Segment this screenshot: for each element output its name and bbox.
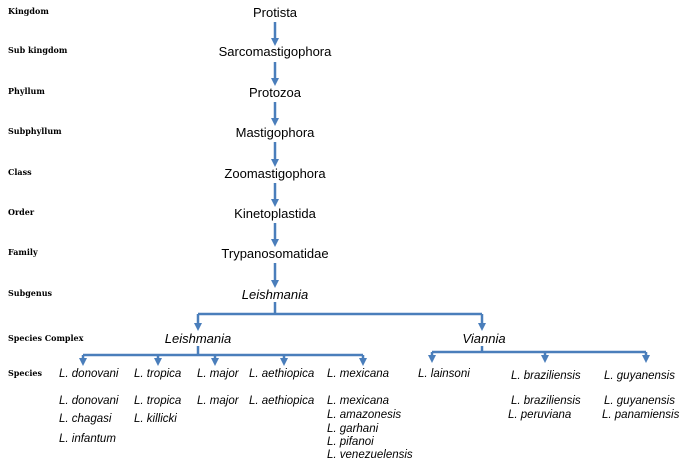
- complex-tropica: L. tropica: [134, 368, 182, 380]
- rank-label-class: Class: [8, 167, 32, 177]
- species-amazonesis: L. amazonesis: [327, 409, 402, 421]
- species-killicki: L. killicki: [134, 413, 177, 425]
- rank-label-subkingdom: Sub kingdom: [8, 45, 68, 55]
- rank-label-species-complex: Species Complex: [8, 333, 84, 343]
- species-garhani: L. garhani: [327, 423, 379, 435]
- rank-label-family: Family: [8, 247, 38, 257]
- complex-major: L. major: [197, 368, 239, 380]
- taxon-kingdom: Protista: [252, 5, 298, 20]
- species-guyanensis: L. guyanensis: [604, 395, 675, 407]
- subgenus-leishmania: Leishmania: [164, 331, 232, 346]
- species-pifanoi: L. pifanoi: [327, 436, 374, 448]
- taxon-subphylum: Mastigophora: [235, 125, 315, 140]
- complex-mexicana: L. mexicana: [327, 368, 390, 380]
- complex-donovani: L. donovani: [59, 368, 119, 380]
- species-panamiensis: L. panamiensis: [602, 409, 680, 421]
- rank-label-species: Species: [8, 368, 42, 378]
- species-major: L. major: [197, 395, 239, 407]
- complex-lainsoni: L. lainsoni: [418, 368, 470, 380]
- taxon-class: Zoomastigophora: [224, 166, 326, 181]
- species-infantum: L. infantum: [59, 433, 116, 445]
- species-donovani: L. donovani: [59, 395, 119, 407]
- species-mexicana: L. mexicana: [327, 395, 390, 407]
- species-peruviana: L. peruviana: [508, 409, 572, 421]
- taxon-genus: Leishmania: [241, 287, 309, 302]
- rank-label-order: Order: [8, 207, 35, 217]
- subgenus-viannia: Viannia: [462, 331, 506, 346]
- species-chagasi: L. chagasi: [59, 413, 112, 425]
- taxon-subkingdom: Sarcomastigophora: [218, 44, 332, 59]
- species-venezuelensis: L. venezuelensis: [327, 449, 413, 461]
- taxon-family: Trypanosomatidae: [221, 246, 329, 261]
- taxon-order: Kinetoplastida: [234, 206, 316, 221]
- taxon-phylum: Protozoa: [248, 85, 302, 100]
- rank-label-subphylum: Subphyllum: [8, 126, 62, 136]
- complex-aethiopica: L. aethiopica: [249, 368, 315, 380]
- complex-guyanensis: L. guyanensis: [604, 370, 675, 382]
- rank-label-phylum: Phyllum: [8, 86, 45, 96]
- rank-label-kingdom: Kingdom: [8, 6, 49, 16]
- species-braziliensis: L. braziliensis: [511, 395, 581, 407]
- species-tropica: L. tropica: [134, 395, 182, 407]
- rank-label-subgenus: Subgenus: [8, 288, 53, 298]
- complex-braziliensis: L. braziliensis: [511, 370, 581, 382]
- species-aethiopica: L. aethiopica: [249, 395, 315, 407]
